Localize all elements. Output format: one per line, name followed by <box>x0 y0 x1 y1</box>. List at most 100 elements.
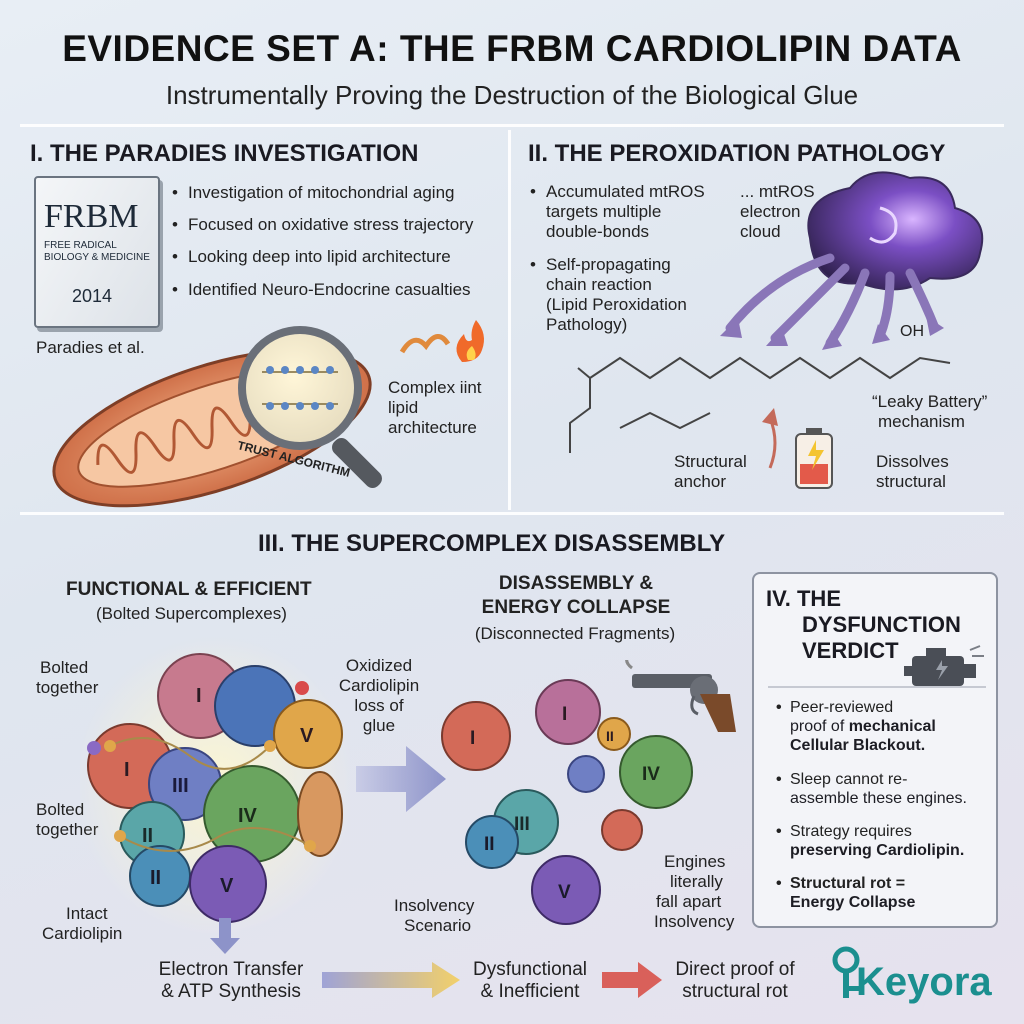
divider-middle <box>20 512 1004 515</box>
insolvency-line2: Scenario <box>404 916 472 935</box>
c-label-l5: II <box>142 825 153 847</box>
verdict-b1-l3: Cellular Blackout. <box>790 737 926 754</box>
lipid-label-2: lipid <box>388 398 419 417</box>
s1-bullet-1: Investigation of mitochondrial aging <box>172 183 454 203</box>
s2-bullet-1-line3: double-bonds <box>546 222 650 241</box>
dissolves-label-2: structural <box>876 472 946 491</box>
s2-bullet-2-line2: chain reaction <box>546 275 652 294</box>
dissolves-label-1: Dissolves <box>876 452 949 471</box>
down-arrow <box>210 918 240 954</box>
lipid-label-1: Complex iint <box>388 378 482 397</box>
s2-bullet-1-line1: Accumulated mtROS <box>530 182 705 202</box>
verdict-b2-l2: assemble these engines. <box>790 790 967 807</box>
flow2-line1: Dysfunctional <box>472 959 588 980</box>
c-label-r3: IV <box>642 764 660 785</box>
c-label-r1: II <box>606 728 614 744</box>
page-subtitle: Instrumentally Proving the Destruction o… <box>165 80 859 110</box>
verdict-panel: IV. THE DYSFUNCTION VERDICT Peer-reviewe… <box>752 572 998 928</box>
journal-abbrev: FRBM <box>44 198 139 235</box>
s1-bullet-4: Identified Neuro-Endocrine casualties <box>172 280 471 300</box>
verdict-heading-1: IV. THE <box>766 586 841 611</box>
verdict-divider <box>768 686 986 688</box>
leaky-label-1: “Leaky Battery” <box>872 392 988 411</box>
c-label-l7: V <box>220 875 234 897</box>
c-label-r0: I <box>470 728 475 749</box>
complex-V-stalk <box>297 771 343 857</box>
revolver-icon <box>625 660 736 732</box>
verdict-heading-2: DYSFUNCTION <box>802 612 961 637</box>
engines-line3: fall apart <box>656 892 722 911</box>
verdict-heading-3: VERDICT <box>802 638 899 663</box>
oxidized-line1: Oxidized <box>345 656 413 675</box>
cloud-label-2: electron <box>740 202 801 221</box>
c-label-l3: III <box>172 775 189 797</box>
divider-vertical <box>508 130 511 510</box>
engines-line4: Insolvency <box>654 912 735 931</box>
bolted-1-line1: Bolted <box>40 658 89 677</box>
verdict-b4-l2: Energy Collapse <box>790 894 916 911</box>
verdict-b3-l2: preserving Cardiolipin. <box>790 842 965 859</box>
flow1-line1: Electron Transfer <box>158 959 304 980</box>
ros-cloud-molecule-illustration: OH <box>569 171 984 469</box>
oxidized-line4: glue <box>362 716 396 735</box>
oxidized-line3: loss of <box>354 696 404 715</box>
bolted-1-line2: together <box>36 678 99 697</box>
functional-supercomplex: I I V III IV II II V <box>80 636 350 936</box>
c-label-l6: II <box>150 867 161 889</box>
anchor-label-2: anchor <box>674 472 726 491</box>
broken-engine-icon <box>904 645 984 686</box>
author-label: Paradies et al. <box>36 338 145 357</box>
mid-title-2: ENERGY COLLAPSE <box>481 597 671 618</box>
verdict-b2-l1: Sleep cannot re- <box>776 770 907 789</box>
page-title: EVIDENCE SET A: THE FRBM CARDIOLIPIN DAT… <box>62 28 962 69</box>
c-label-r6: V <box>558 882 571 903</box>
s2-bullet-2-line1: Self-propagating <box>530 255 671 275</box>
insolvency-line1: Insolvency <box>394 896 475 915</box>
s2-bullet-1-line2: targets multiple <box>546 202 662 221</box>
c-label-l0: I <box>196 685 202 707</box>
mitochondrion-illustration <box>52 326 382 508</box>
c-label-r2: I <box>562 704 567 725</box>
intact-line2: Cardiolipin <box>42 924 123 943</box>
engines-line2: literally <box>670 872 723 891</box>
flow3-line2: structural rot <box>682 981 788 1002</box>
journal-name-1: FREE RADICAL <box>44 240 117 251</box>
leaky-label-2: mechanism <box>878 412 965 431</box>
transition-arrow <box>356 746 446 812</box>
s1-bullet-2: Focused on oxidative stress trajectory <box>172 215 473 235</box>
intact-line1: Intact <box>66 904 108 923</box>
oh-label: OH <box>900 323 924 340</box>
anchor-label-1: Structural <box>674 452 747 471</box>
left-sub: (Bolted Supercomplexes) <box>96 604 287 623</box>
frbm-journal-cover: FRBM FREE RADICAL BIOLOGY & MEDICINE 201… <box>34 176 160 328</box>
keyora-logo-icon <box>832 946 860 998</box>
verdict-b1-l1: Peer-reviewed <box>776 698 893 717</box>
s1-bullet-3: Looking deep into lipid architecture <box>172 247 451 267</box>
s2-bullet-2-line3: (Lipid Peroxidation <box>546 295 687 314</box>
c-label-l4: IV <box>238 805 258 827</box>
section1-heading: I. THE PARADIES INVESTIGATION <box>30 140 419 167</box>
c-label-r5: II <box>484 834 495 855</box>
cloud-label-1: ... mtROS <box>740 182 815 201</box>
complex-V-right-blob <box>273 699 343 769</box>
section2-heading: II. THE PEROXIDATION PATHOLOGY <box>528 140 946 167</box>
oxidized-line2: Cardiolipin <box>338 676 420 695</box>
flow-arrow-1 <box>322 962 460 998</box>
journal-year: 2014 <box>72 286 113 306</box>
divider-header <box>20 124 1004 127</box>
flow3-line1: Direct proof of <box>675 959 795 980</box>
cloud-label-3: cloud <box>740 222 781 241</box>
left-title: FUNCTIONAL & EFFICIENT <box>66 579 312 600</box>
mid-title-1: DISASSEMBLY & <box>498 573 654 594</box>
verdict-b1-bold1: mechanical <box>848 718 936 735</box>
lipid-label-3: architecture <box>388 418 477 437</box>
journal-name-2: BIOLOGY & MEDICINE <box>44 252 150 263</box>
flame-icon <box>399 320 484 362</box>
flow1-line2: & ATP Synthesis <box>161 981 301 1002</box>
c-label-r4: III <box>514 814 530 835</box>
c-label-l2: V <box>300 725 314 747</box>
verdict-b1-pre2: proof of <box>790 718 849 735</box>
bolted-2-line1: Bolted <box>36 800 85 819</box>
section3-heading: III. THE SUPERCOMPLEX DISASSEMBLY <box>258 530 726 557</box>
disassembled-fragments: I II I IV III II V <box>441 679 693 925</box>
